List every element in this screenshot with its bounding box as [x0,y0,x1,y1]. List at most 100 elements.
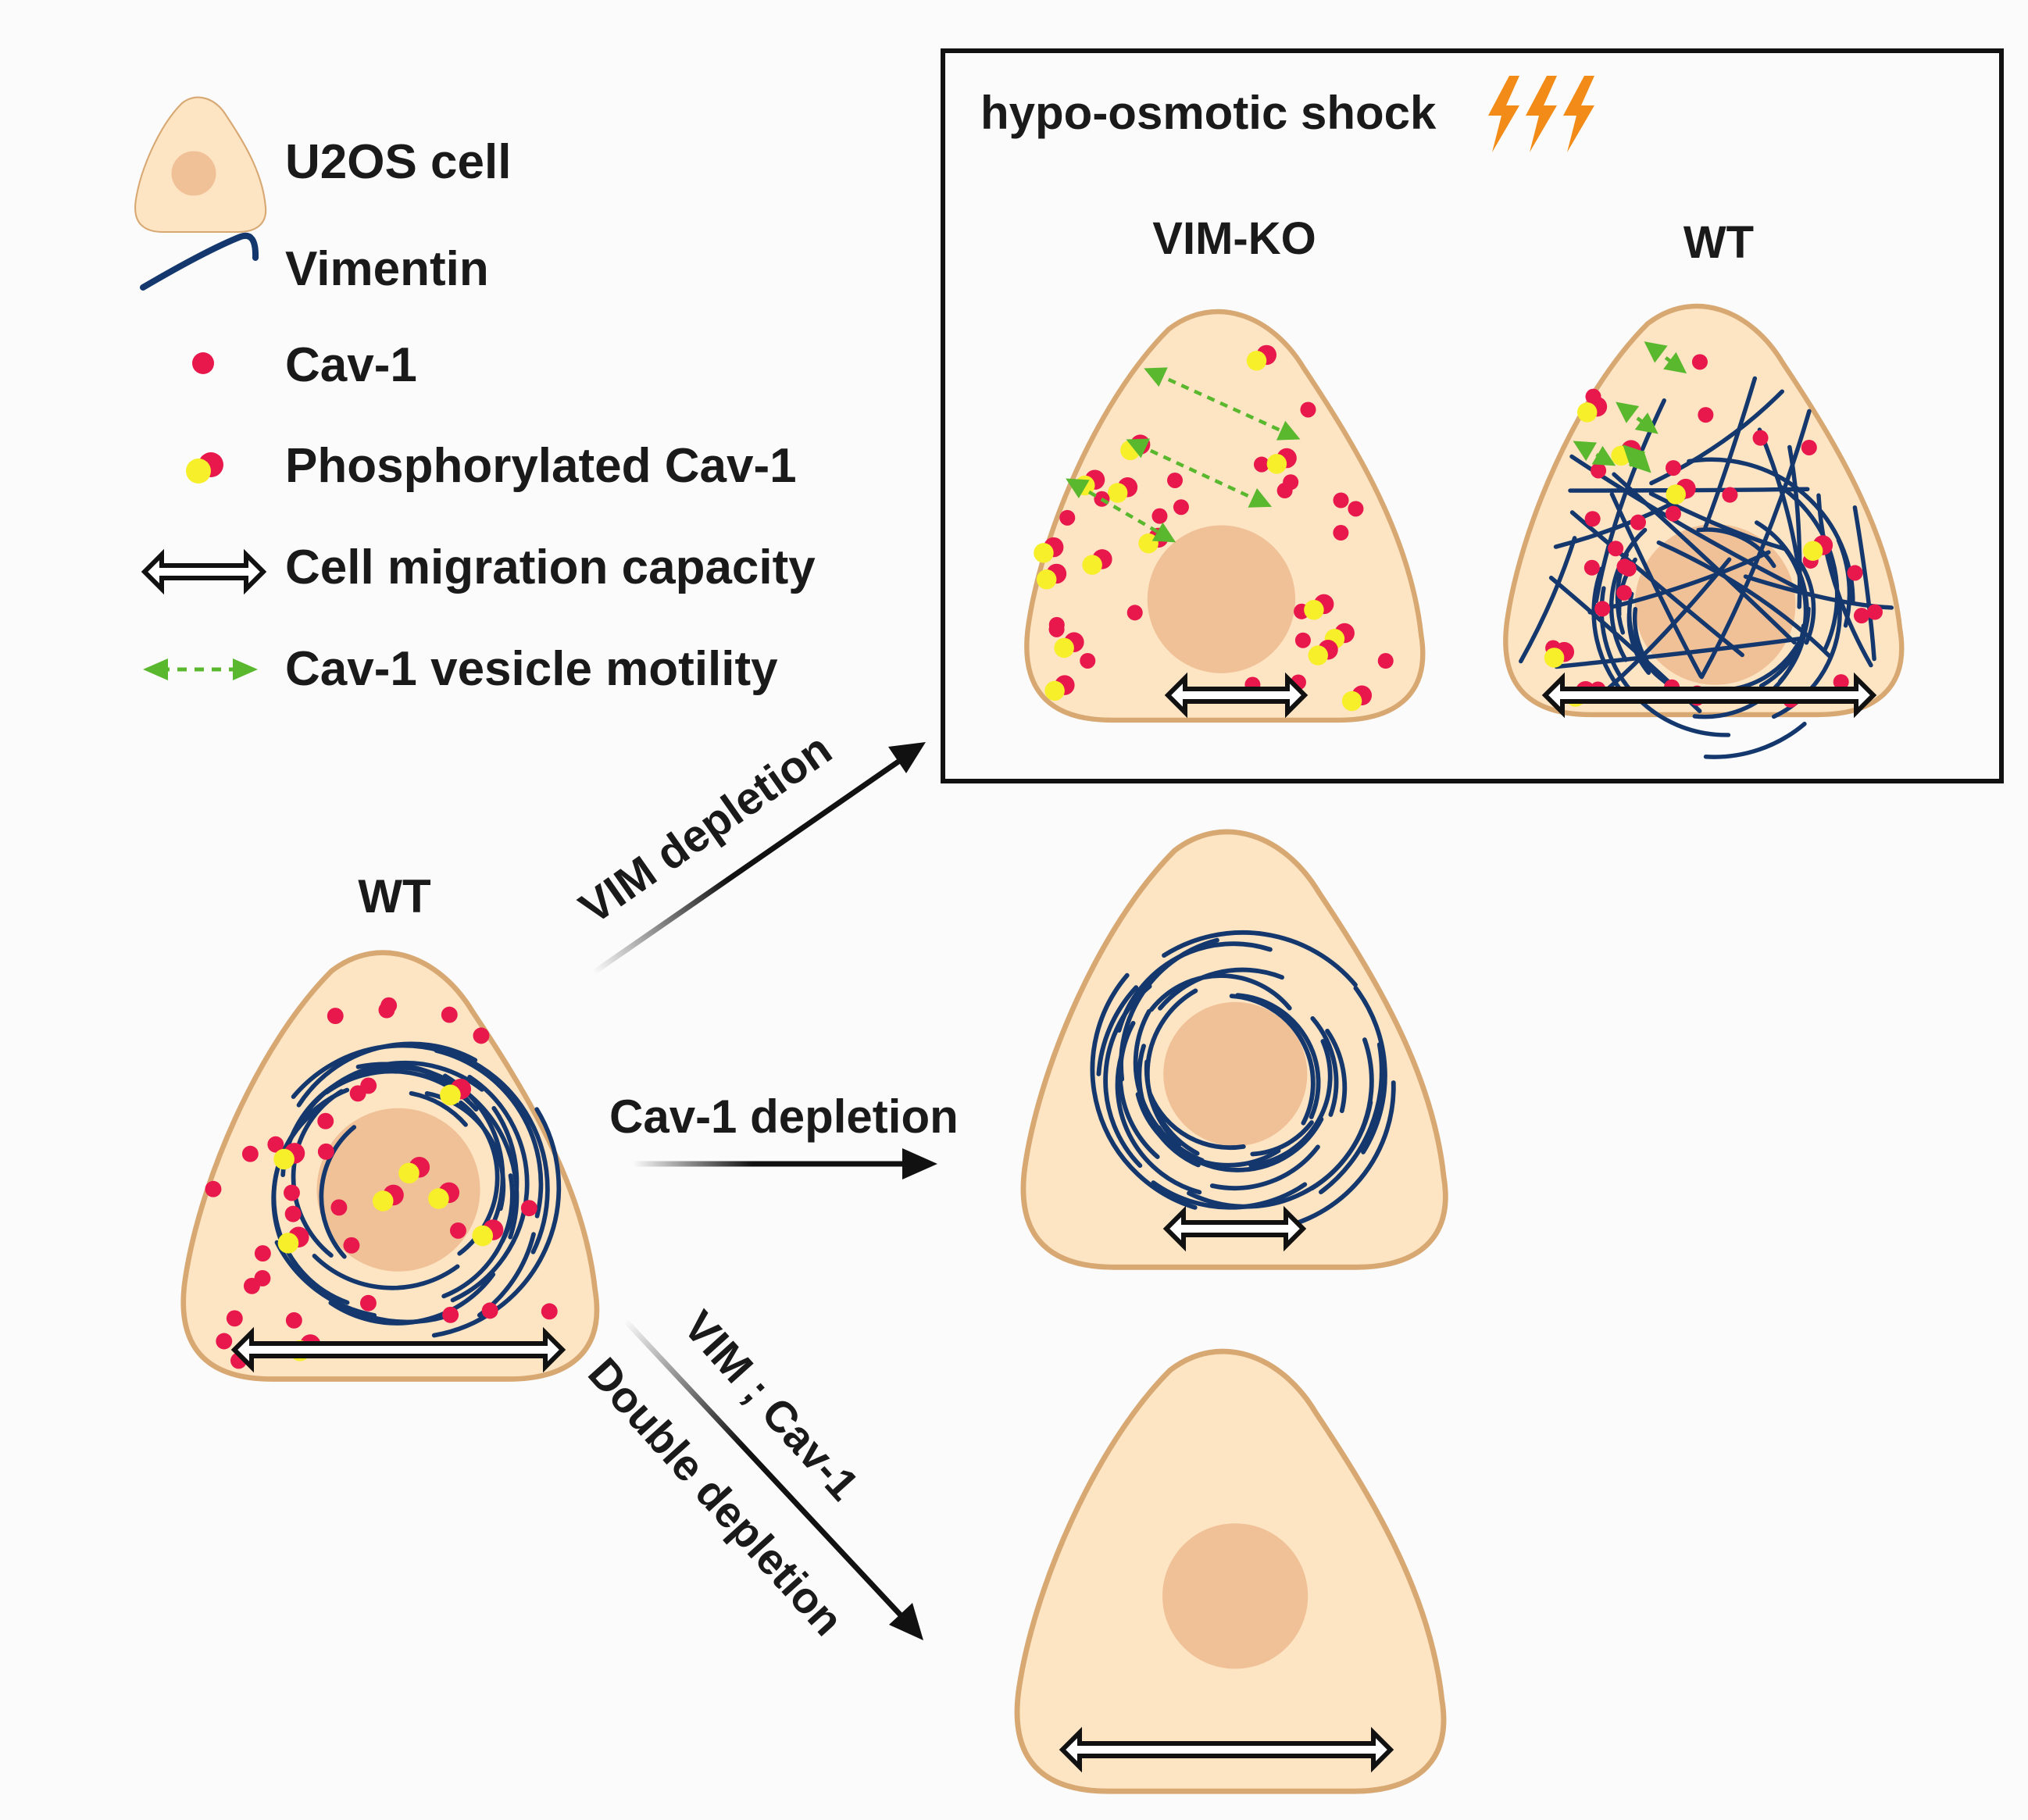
cav1-dot [267,1136,284,1153]
vimentin-filament [1096,985,1139,1076]
vimentin-filament [1771,602,1842,719]
legend-phospho-label: Phosphorylated Cav-1 [285,439,797,493]
legend-motility-label: Cav-1 vesicle motility [285,642,778,696]
phospho-cav1-dot [1034,537,1064,563]
motility-arrow [1623,444,1651,473]
vim-depletion-arrow [592,742,926,975]
cav1-dot [216,1333,233,1350]
cav1-dot [1059,509,1076,526]
cav1-depleted-migration-arrow [1162,1205,1307,1252]
vimentin-filament [1609,527,1648,662]
cav1-dot [1126,605,1143,621]
cav1-dot [1151,508,1168,524]
vimentin-filament [328,1272,496,1326]
vimentin-filament [431,1107,562,1338]
motility-arrow [1644,341,1687,374]
legend-cav1-icon [192,352,214,374]
vimentin-filament [1554,636,1802,669]
phospho-cav1-dot [1576,396,1608,423]
cav1-dot [243,1277,260,1294]
shock-title: hypo-osmotic shock [980,87,1437,139]
vimentin-filament [1148,1092,1246,1151]
vimentin-filament [1836,537,1852,628]
vimentin-filament [1235,993,1321,1119]
start-wt-cell [180,950,600,1382]
phospho-cav1-dot [1044,675,1075,701]
cav1-dot [449,1222,466,1239]
phospho-cav1-dot [1107,476,1138,503]
cav1-dot [1253,456,1269,473]
cav1-dot [359,1294,377,1311]
vimentin-filament [1229,994,1316,1126]
cav1-dot [1333,525,1349,541]
phospho-cav1-dot [1304,594,1334,620]
vimentin-filament [1310,1015,1339,1117]
cav1-depleted-migration-arrow-outline [1162,1205,1307,1252]
vimentin-filament [1162,930,1358,987]
cav1-depletion-arrow [633,1148,937,1179]
vimko-label: VIM-KO [1152,213,1316,264]
cav1-dot [1698,407,1714,423]
cav1-dot [1801,439,1817,455]
legend: U2OS cell Vimentin Cav-1 Phosphorylated … [134,96,816,696]
vimko-motility-arrows [1066,367,1301,543]
vimentin-filament [1777,484,1840,652]
vimentin-filament [1319,1042,1384,1194]
phospho-cav1-dot [398,1156,430,1184]
phospho-cav1-dot [1308,640,1338,666]
cav1-dot [343,1237,360,1254]
shock-box-frame [941,48,2004,783]
legend-migration-label: Cell migration capacity [285,541,816,594]
phospho-cav1-dot [472,1219,504,1247]
cav1-dot [254,1245,271,1262]
cav1-dot [1665,505,1681,522]
cav1-dot [360,1077,377,1094]
cav1-depleted-cell [1020,829,1448,1270]
vimentin-filament [1519,536,1577,664]
cav1-dot [1847,565,1863,581]
vimentin-filament [1816,493,1873,668]
motility-arrow [1616,401,1658,434]
vimentin-filament [1758,606,1811,688]
cav1-dot [317,1143,334,1160]
legend-cell-icon [134,96,267,234]
cav1-dot [226,1310,243,1327]
cav1-dot [330,1199,348,1216]
start-migration-arrow-outline [230,1326,566,1373]
cav1-dot [1591,462,1607,479]
motility-arrow [1144,367,1301,441]
phospho-cav1-dot [372,1184,404,1212]
vimentin-filament [409,1090,468,1127]
cav1-dot [1616,558,1633,575]
cav1-dot [285,1311,302,1329]
cav1-dot [1752,430,1769,446]
vimentin-filament [296,1041,478,1108]
vimentin-filament [1609,491,1703,679]
vimentin-filament [1795,556,1816,645]
cav1-dot [1377,653,1394,669]
cav1-dot [1294,632,1311,648]
vimko-migration-arrow-outline [1164,672,1309,719]
vimentin-filament [1703,376,1758,530]
cav1-dot [1283,474,1299,491]
cav1-dot [241,1145,259,1162]
vimko-nucleus [1147,525,1296,673]
vimentin-filament [1250,1120,1314,1157]
cav1-depleted-nucleus [1163,1001,1308,1147]
start-cav1-dots [205,997,558,1369]
cav1-dot [1348,501,1364,517]
vimko-migration-arrow [1164,672,1309,719]
legend-cell-label: U2OS cell [285,135,511,189]
legend-motility-arrow-icon [143,658,258,680]
double-depleted-cell [1014,1348,1447,1794]
cav1-dot [327,1008,344,1025]
cav1-dot [1722,487,1738,503]
cav1-dot [441,1006,458,1023]
vimko-cav1-dots [1034,344,1394,712]
vimentin-filament [1151,1180,1308,1210]
start-migration-arrow [230,1326,566,1373]
cav1-dot [1167,472,1184,488]
phospho-cav1-dot [1666,478,1696,505]
vimentin-filament [1118,1020,1160,1159]
cav1-dot [1333,492,1349,509]
